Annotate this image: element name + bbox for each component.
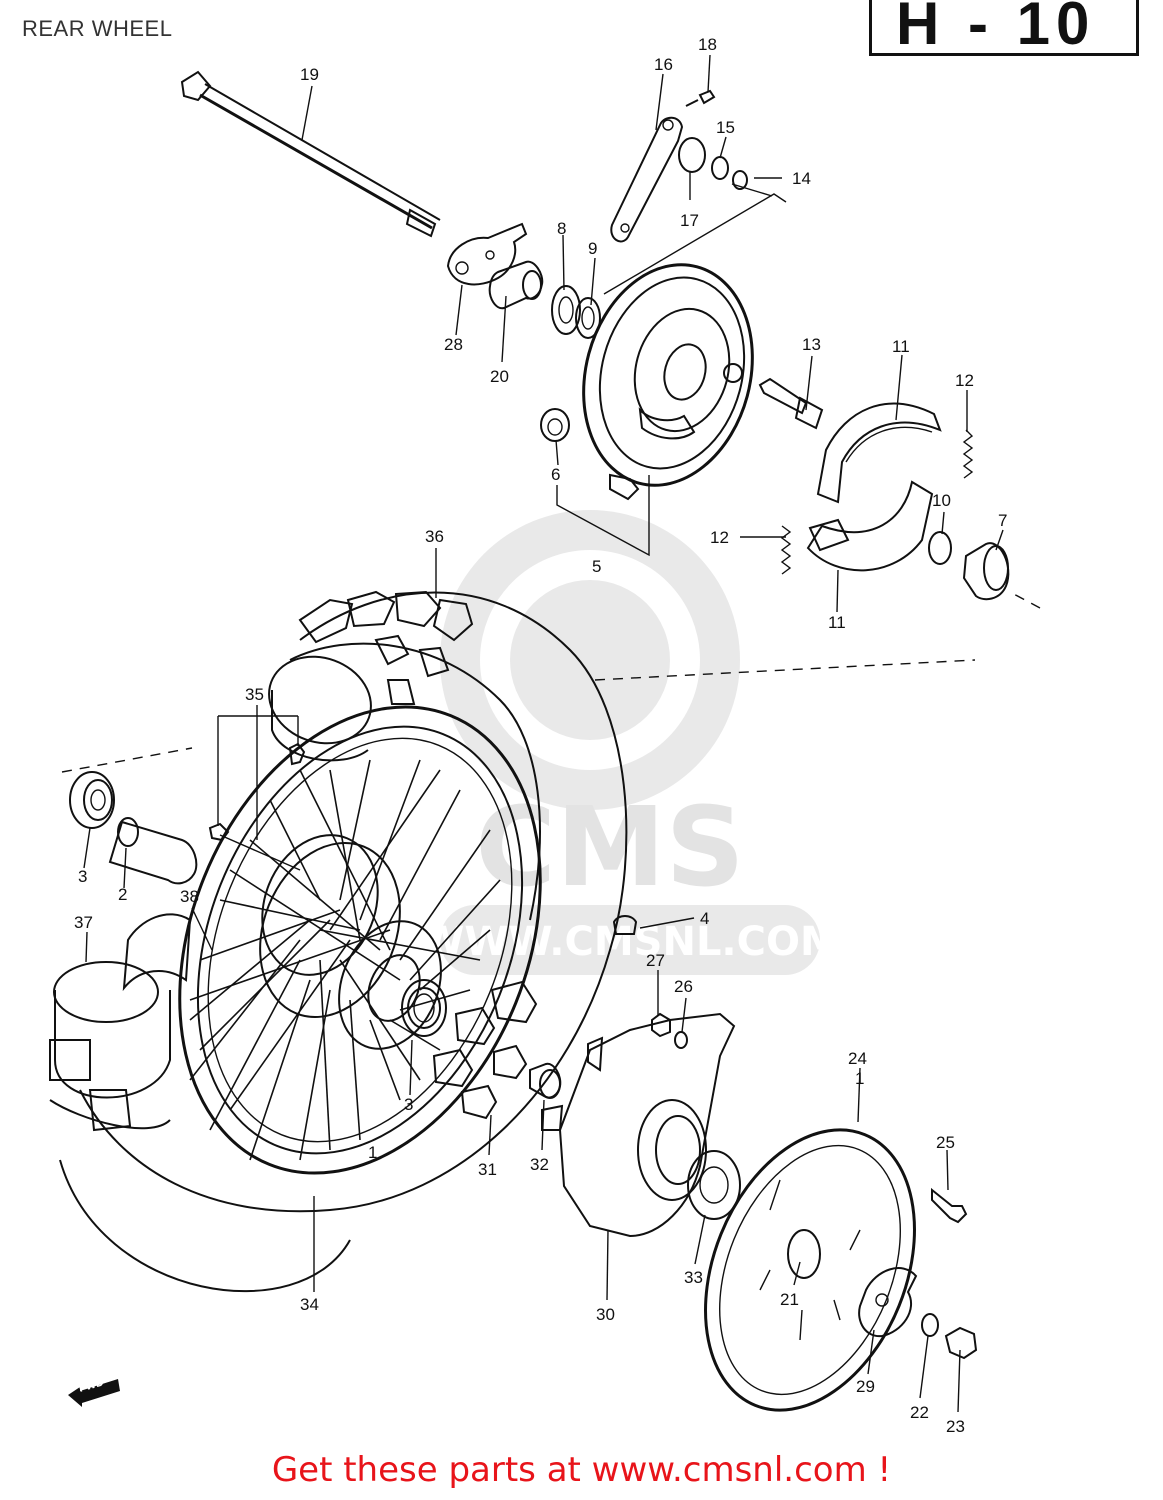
brake-cam-lever [610,116,684,243]
rear-axle [180,70,441,238]
tire-37 [49,961,351,1293]
callout-27: 27 [646,951,665,970]
callout-30: 30 [596,1305,615,1324]
brake-shoe-spring-lower [780,525,792,575]
callout-33: 33 [684,1268,703,1287]
leader-lines [61,54,1041,1413]
callout-16: 16 [654,55,673,74]
hub-dampers [432,980,538,1120]
o-ring-15 [711,156,729,180]
wheel-bearing-left [69,771,115,829]
callout-31: 31 [478,1160,497,1179]
callout-11-top: 11 [892,337,910,356]
callout-35: 35 [245,685,264,704]
callout-1: 1 [368,1143,377,1162]
callout-3-left: 3 [78,867,87,886]
section-code: H - 10 [896,0,1096,57]
callout-37: 37 [74,913,93,932]
brake-shoe-upper [816,402,942,504]
callout-32: 32 [530,1155,549,1174]
callout-38: 38 [180,887,199,906]
oil-seal [551,285,581,335]
callout-20: 20 [490,367,509,386]
callout-29: 29 [856,1377,875,1396]
callout-23: 23 [946,1417,965,1436]
hub-spacer [108,817,198,885]
callout-18: 18 [698,35,717,54]
brake-cam-shaft [758,377,824,430]
callout-24-sub: 1 [855,1069,864,1088]
brake-shoe-spring-upper [962,429,974,479]
sprocket-lock-plate [858,1267,918,1338]
callout-6: 6 [551,465,560,484]
callout-24: 24 [848,1049,867,1068]
section-code-badge: H - 10 [869,0,1139,57]
callout-25: 25 [936,1133,955,1152]
watermark: CMS WWW.CMSNL.COM [420,510,840,975]
washer-10 [928,531,952,565]
callout-8: 8 [557,219,566,238]
callout-13: 13 [802,335,821,354]
axle-spacer [488,260,544,310]
rim-band-38 [122,913,192,992]
spoke-nipple-top [288,742,306,766]
callout-26: 26 [674,977,693,996]
callout-36: 36 [425,527,444,546]
sprocket-bolt [931,1187,968,1224]
sprocket-collar [529,1062,562,1099]
callout-2: 2 [118,885,127,904]
watermark-logo-text: CMS [475,783,744,911]
lever-bolt [685,89,716,107]
rear-wheel-tire [79,591,628,1213]
washer-26 [674,1031,688,1049]
page-title: REAR WHEEL [22,16,173,41]
callout-5: 5 [592,557,601,576]
callout-9: 9 [588,239,597,258]
spokes [189,759,501,1161]
chain-adjuster [446,222,528,286]
dust-seal [540,408,570,442]
callout-labels: 1 2 3 3 4 5 6 7 8 9 10 11 11 12 12 13 14… [74,35,1007,1436]
callout-3-right: 3 [404,1095,413,1114]
tire-tread [298,590,474,705]
callout-12-bottom: 12 [710,528,729,547]
axle-collar [962,542,1010,601]
callout-14: 14 [792,169,811,188]
callout-12-top: 12 [955,371,974,390]
callout-4: 4 [700,909,709,928]
nut-27 [651,1012,671,1038]
sprocket-nut [944,1326,978,1360]
rear-sprocket [704,1128,916,1412]
rubber-plug [612,915,638,935]
brake-shoe-lower [806,480,934,572]
sprocket-washer [921,1313,939,1337]
callout-22: 22 [910,1403,929,1422]
callout-11-bottom: 11 [828,613,846,632]
callout-34: 34 [300,1295,319,1314]
o-ring-14 [732,170,748,190]
sprocket-bearing [687,1150,741,1220]
forward-direction-marker: FWD [68,1376,120,1407]
watermark-url-text: WWW.CMSNL.COM [420,919,840,965]
wheel-bearing-right [401,979,447,1037]
wear-indicator-plate [678,137,706,173]
callout-21: 21 [780,1290,799,1309]
callout-10: 10 [932,491,951,510]
brake-panel [582,263,754,501]
callout-28: 28 [444,335,463,354]
washer [575,297,601,339]
tube-36 [268,655,372,762]
callout-7: 7 [998,511,1007,530]
callout-17: 17 [680,211,699,230]
footer-parts-link[interactable]: Get these parts at www.cmsnl.com ! [271,1450,892,1490]
rim [178,705,542,1175]
callout-19: 19 [300,65,319,84]
sprocket-drum [541,1012,736,1238]
callout-15: 15 [716,118,735,137]
